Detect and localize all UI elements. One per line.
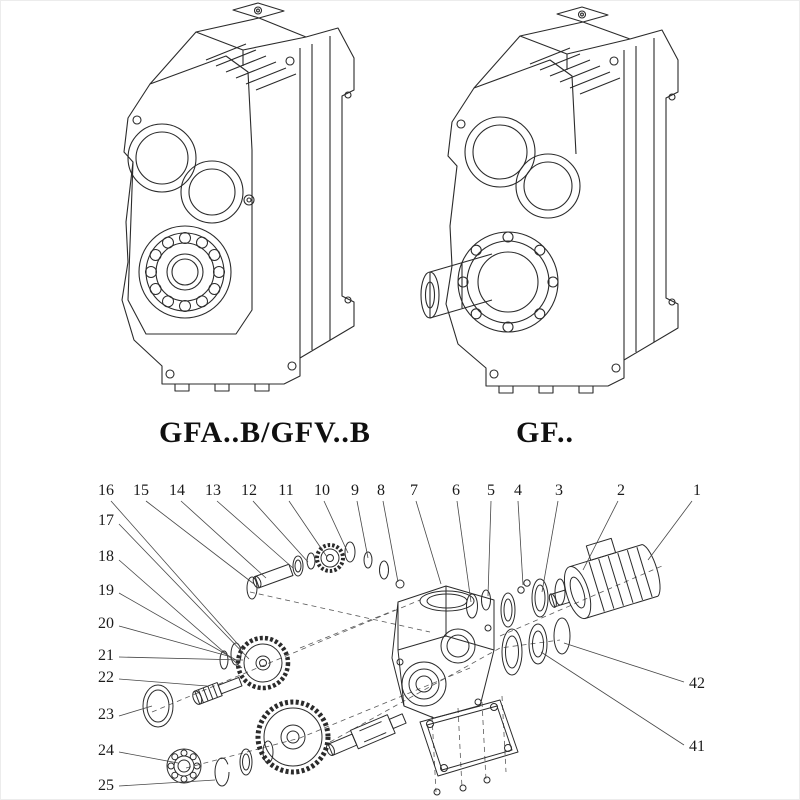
assembly-axes (151, 565, 663, 793)
lifting-lug (232, 2, 285, 19)
bearing-rollers (145, 232, 225, 312)
upper-bore (127, 123, 197, 193)
cooling-fins (529, 47, 621, 95)
motor (548, 537, 661, 620)
motor-fins (588, 547, 653, 612)
bolt-holes (456, 56, 676, 379)
snap-ring (214, 757, 230, 787)
model-label-gfab: GFA..B/GFV..B (159, 416, 371, 449)
middle-gear (235, 635, 291, 691)
lifting-lug (556, 6, 609, 23)
model-label-gf: GF.. (516, 416, 574, 449)
housing-outline (445, 21, 679, 387)
mounting-feet (498, 386, 594, 394)
output-shaft (420, 253, 493, 319)
mounting-feet (174, 384, 270, 392)
exploded-view (142, 537, 663, 796)
gasket-plate (419, 699, 519, 796)
front-face-edge (127, 55, 253, 335)
seal-rings (501, 617, 571, 676)
gearbox-view-gfab (121, 2, 355, 392)
coupling-rings (466, 578, 566, 628)
gearbox-view-gf (420, 6, 679, 394)
output-gear (255, 699, 331, 775)
housing-outline (121, 17, 355, 385)
cooling-fins (205, 43, 297, 91)
upper-bore (464, 116, 536, 188)
washers (239, 740, 274, 776)
output-shaft-exploded (326, 713, 407, 756)
input-shaft-small (252, 563, 294, 589)
intermediate-gear-cluster (142, 635, 291, 728)
terminal-box (585, 537, 617, 561)
input-parts-train (246, 541, 405, 600)
ball-bearing (166, 748, 202, 784)
front-face-edge (473, 59, 577, 155)
gear-housing (391, 585, 495, 719)
middle-bore (515, 153, 581, 219)
side-ribs (299, 36, 331, 358)
side-ribs (623, 38, 655, 360)
small-gear (315, 543, 345, 573)
output-bearing (138, 225, 232, 319)
bolt-holes (132, 56, 352, 379)
leader-lines (110, 500, 693, 787)
middle-bore (180, 160, 244, 224)
output-flange (457, 231, 559, 333)
pinion-shaft (192, 676, 243, 705)
large-ring (142, 684, 174, 728)
